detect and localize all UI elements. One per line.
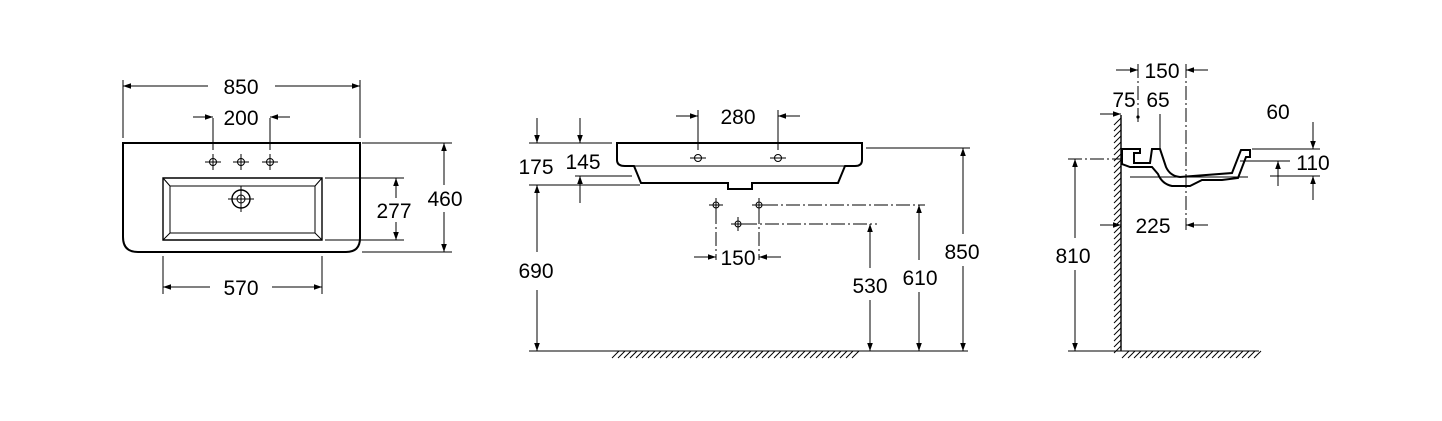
dim-690: 690 [518,260,553,283]
wall-hatch [1113,117,1122,354]
plan-view: 850 200 460 277 570 [122,76,463,300]
tap-hole-icon [690,154,706,162]
dim-60: 60 [1266,101,1289,124]
front-elevation: 280 175 145 690 15 [518,106,980,359]
dim-280-taps: 280 [720,106,755,129]
dim-850-width: 850 [223,76,258,99]
supply-point-icon [752,198,766,212]
dim-850-height: 850 [944,241,979,264]
tap-hole-icon [770,154,786,162]
tap-hole-icon [205,154,221,170]
section-view: 150 75 65 60 110 225 810 [1055,60,1330,359]
dim-570-bowl-width: 570 [223,277,258,300]
dim-150-offset: 150 [1144,60,1179,83]
tap-hole-icon [262,154,278,170]
dim-110: 110 [1296,152,1329,175]
dim-75: 75 [1112,89,1135,112]
dim-145: 145 [565,151,600,174]
floor-hatch [1121,350,1262,359]
dim-810: 810 [1055,245,1090,268]
dim-150-waste: 150 [720,247,755,270]
supply-point-icon [709,198,723,212]
floor-hatch [611,350,860,359]
dim-200-taps: 200 [223,107,258,130]
dim-225: 225 [1135,215,1170,238]
dim-460-depth: 460 [427,188,462,211]
waste-point-icon [731,217,745,231]
dim-610: 610 [902,267,937,290]
dim-277-bowl-depth: 277 [376,200,411,223]
drain-icon [228,186,254,212]
tap-hole-icon [233,154,249,170]
dim-175: 175 [518,156,553,179]
dim-530: 530 [852,275,887,298]
dim-65: 65 [1146,89,1169,112]
